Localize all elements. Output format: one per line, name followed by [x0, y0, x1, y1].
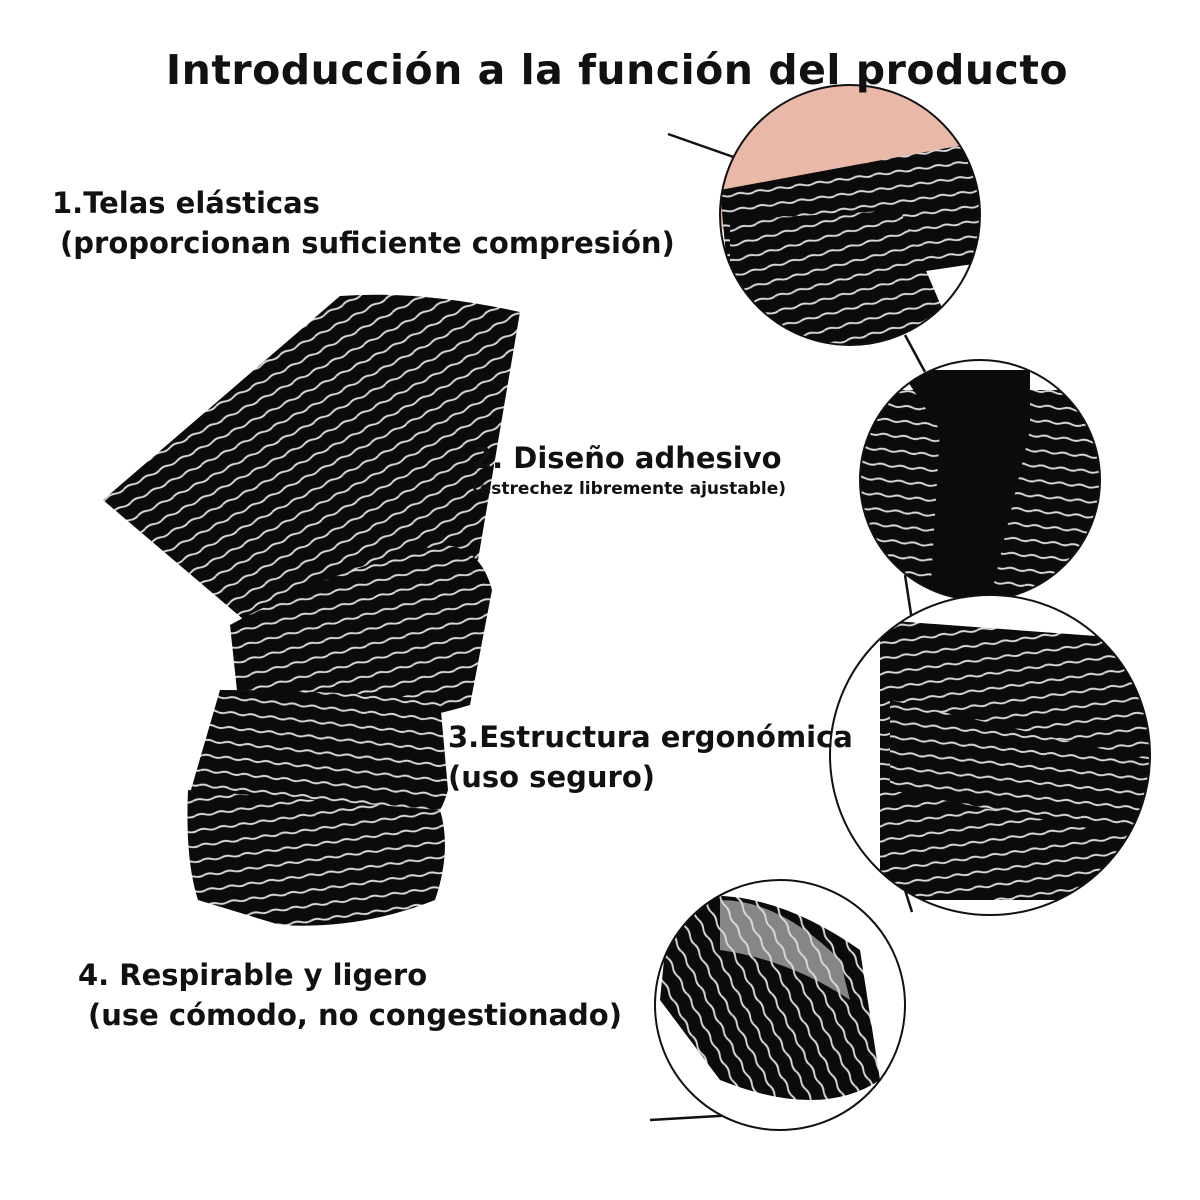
- detail-circle-breathable: [655, 880, 905, 1130]
- connector-line: [649, 132, 927, 1122]
- feature-title: 1.Telas elásticas: [52, 186, 320, 220]
- feature-breathable-light: 4. Respirable y ligero (use cómodo, no c…: [78, 955, 622, 1035]
- feature-adhesive-design: 2. Diseño adhesivo (estrechez libremente…: [472, 438, 786, 500]
- detail-circle-ergonomic: [830, 595, 1150, 915]
- knee-wrap-image: [103, 294, 520, 926]
- feature-title: 3.Estructura ergonómica: [448, 720, 853, 754]
- feature-ergonomic-structure: 3.Estructura ergonómica (uso seguro): [448, 717, 853, 797]
- feature-subtitle: (estrechez libremente ajustable): [472, 479, 787, 499]
- feature-subtitle: (proporcionan suficiente compresión): [60, 226, 675, 260]
- feature-subtitle: (use cómodo, no congestionado): [88, 998, 622, 1032]
- detail-circle-adhesive: [860, 360, 1100, 600]
- feature-title: 4. Respirable y ligero: [78, 958, 428, 992]
- detail-circle-elastic: [720, 85, 980, 345]
- page-title: Introducción a la función del producto: [165, 46, 1069, 94]
- feature-subtitle: (uso seguro): [448, 760, 655, 794]
- feature-elastic-fabric: 1.Telas elásticas (proporcionan suficien…: [52, 183, 675, 263]
- feature-title: 2. Diseño adhesivo: [472, 441, 782, 475]
